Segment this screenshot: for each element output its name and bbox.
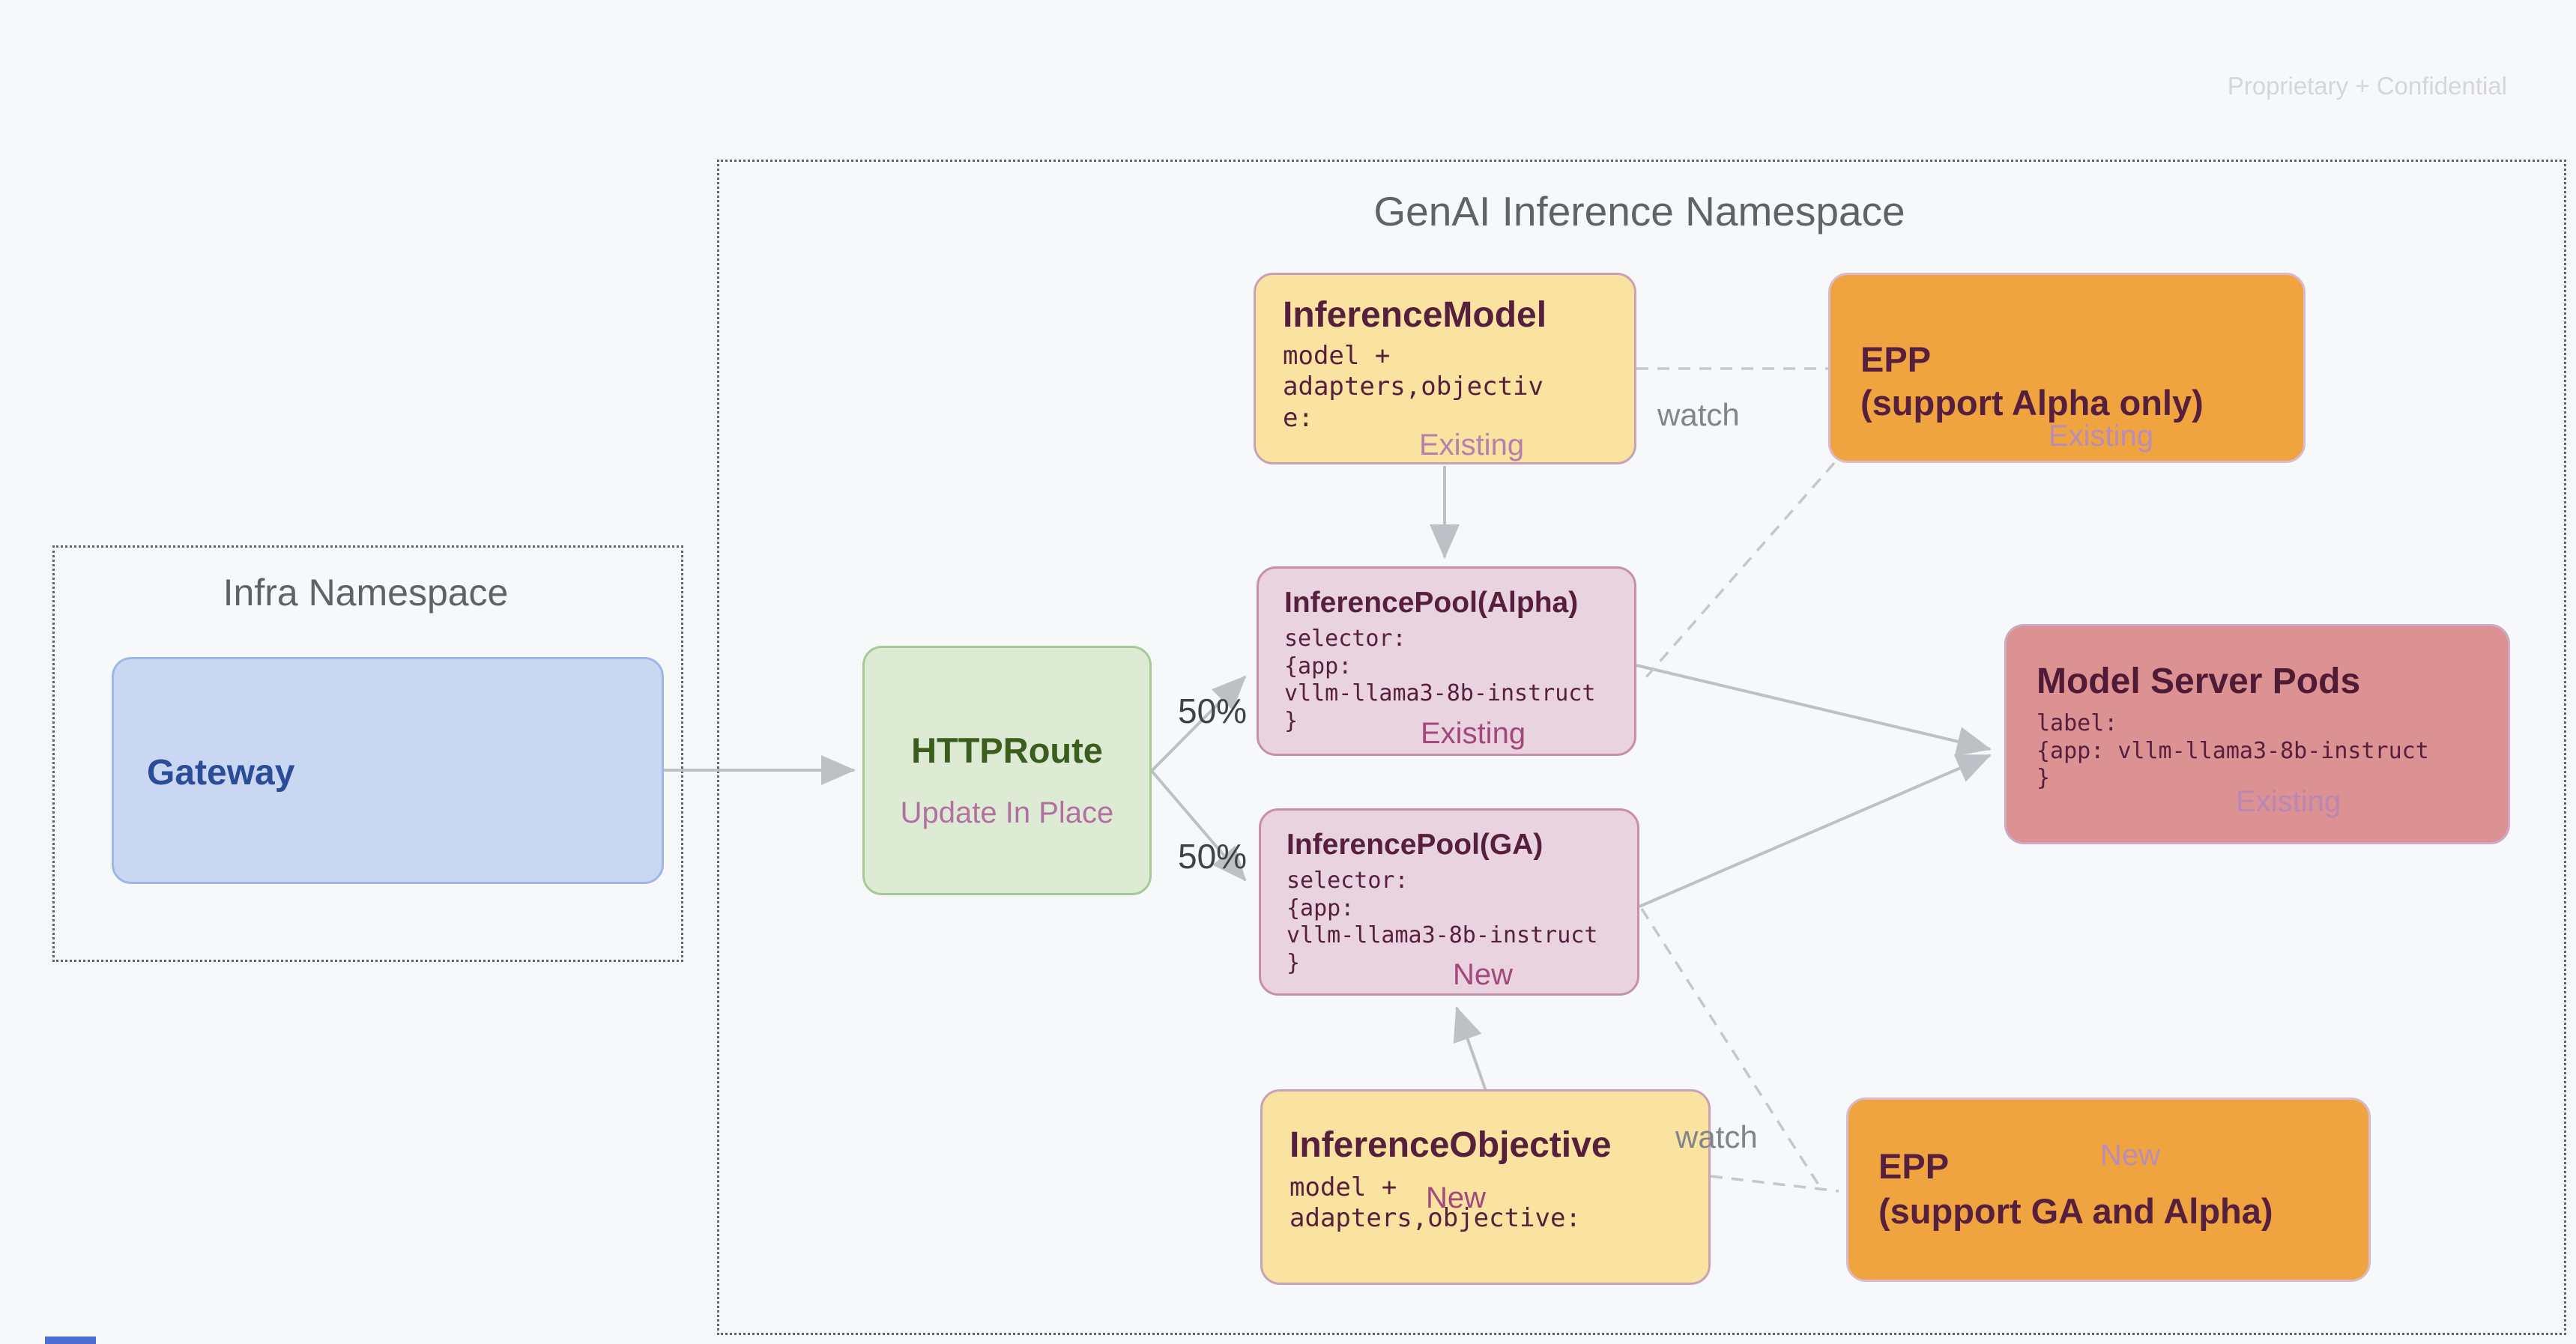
inferenceobjective-title: InferenceObjective <box>1289 1125 1612 1165</box>
epp-ga-badge: New <box>2100 1139 2161 1172</box>
genai-namespace-title: GenAI Inference Namespace <box>1373 188 1905 234</box>
split-percent-top: 50% <box>1178 691 1248 730</box>
inferencemodel-node: InferenceModel model + adapters,objectiv… <box>1254 273 1636 464</box>
inferencemodel-code: model + adapters,objectiv e: <box>1283 341 1544 433</box>
inferenceobjective-node: InferenceObjective model + adapters,obje… <box>1260 1089 1711 1285</box>
infra-namespace-box <box>52 545 683 962</box>
inferenceobjective-code: model + adapters,objective: <box>1289 1172 1581 1234</box>
slide-edge-accent <box>45 1337 96 1344</box>
epp-ga-subtitle: (support GA and Alpha) <box>1878 1191 2273 1231</box>
model-server-pods-badge: Existing <box>2236 785 2341 818</box>
epp-alpha-subtitle: (support Alpha only) <box>1860 383 2204 423</box>
epp-ga-title: EPP <box>1878 1146 1950 1186</box>
pool-alpha-code: selector: {app: vllm-llama3-8b-instruct … <box>1284 626 1596 734</box>
pool-alpha-badge: Existing <box>1421 717 1526 750</box>
genai-namespace-box <box>717 160 2566 1335</box>
pool-alpha-title: InferencePool(Alpha) <box>1284 587 1579 619</box>
inferencemodel-badge: Existing <box>1419 429 1525 461</box>
watch-label-bottom: watch <box>1675 1119 1758 1154</box>
gateway-title: Gateway <box>147 753 295 793</box>
split-percent-bottom: 50% <box>1178 837 1248 876</box>
pool-alpha-node: InferencePool(Alpha) selector: {app: vll… <box>1257 566 1636 756</box>
pool-ga-badge: New <box>1453 958 1514 991</box>
infra-namespace-title: Infra Namespace <box>223 572 509 614</box>
httproute-node: HTTPRoute Update In Place <box>862 646 1152 895</box>
epp-alpha-title: EPP <box>1860 339 1932 379</box>
inferenceobjective-badge: New <box>1426 1181 1487 1214</box>
confidential-watermark: Proprietary + Confidential <box>2227 72 2507 100</box>
model-server-pods-code: label: {app: vllm-llama3-8b-instruct } <box>2037 710 2429 792</box>
httproute-title: HTTPRoute <box>911 730 1103 770</box>
epp-alpha-node: EPP (support Alpha only) Existing <box>1828 273 2306 463</box>
gateway-node: Gateway <box>112 657 664 884</box>
model-server-pods-title: Model Server Pods <box>2037 662 2361 701</box>
httproute-subtitle: Update In Place <box>900 796 1114 829</box>
watch-label-top: watch <box>1657 397 1740 432</box>
epp-alpha-badge: Existing <box>2048 420 2153 452</box>
pool-ga-title: InferencePool(GA) <box>1287 829 1544 861</box>
inferencemodel-title: InferenceModel <box>1283 295 1547 335</box>
epp-ga-node: EPP (support GA and Alpha) New <box>1846 1098 2371 1282</box>
model-server-pods-node: Model Server Pods label: {app: vllm-llam… <box>2004 624 2510 844</box>
pool-ga-code: selector: {app: vllm-llama3-8b-instruct … <box>1287 868 1598 976</box>
pool-ga-node: InferencePool(GA) selector: {app: vllm-l… <box>1259 808 1639 996</box>
